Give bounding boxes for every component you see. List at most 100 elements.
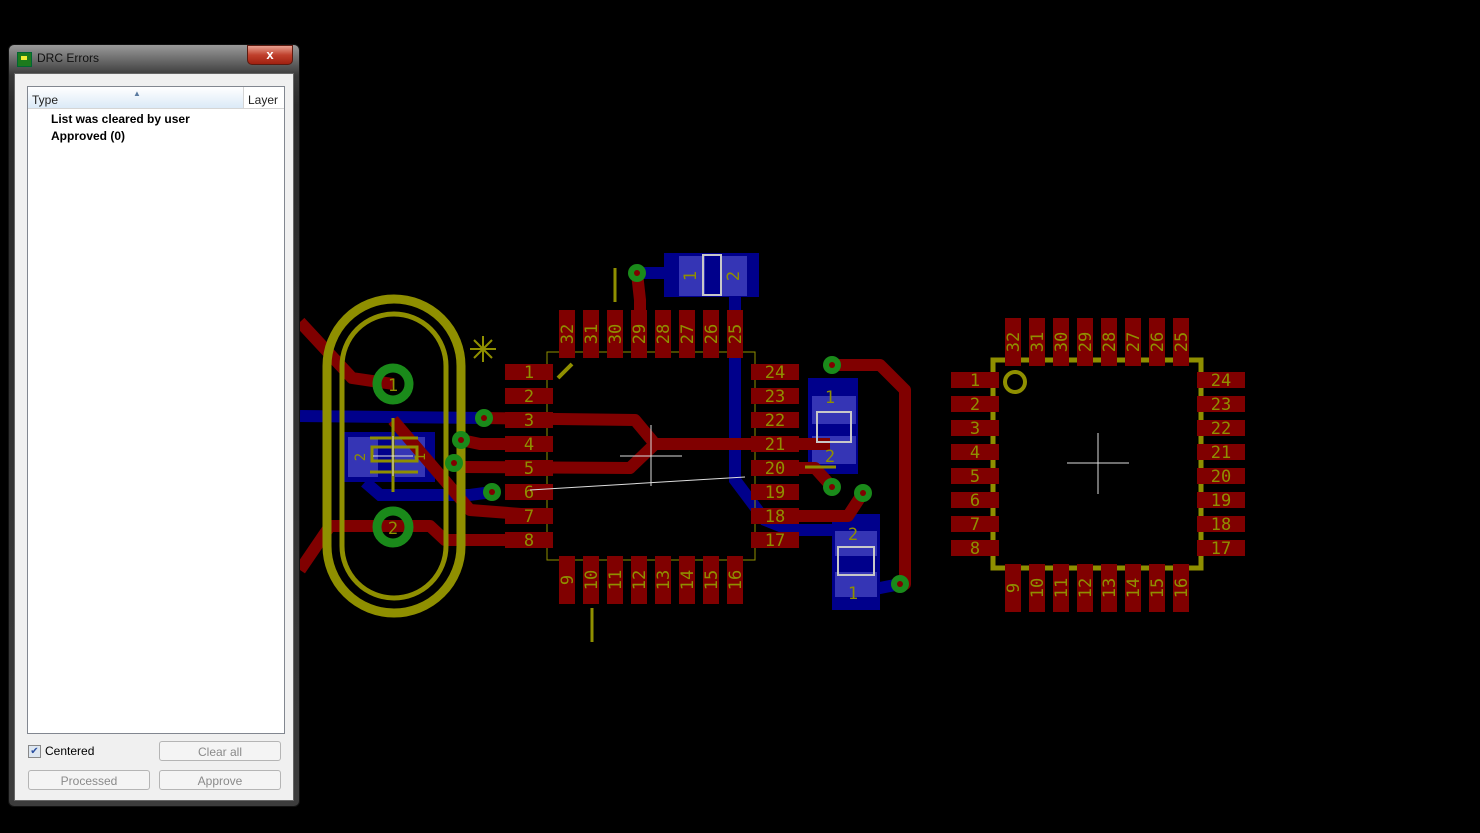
pad-17[interactable]: [1197, 540, 1245, 556]
pad-13[interactable]: [1101, 564, 1117, 612]
pad-20[interactable]: [1197, 468, 1245, 484]
pad-2[interactable]: [505, 388, 553, 404]
pad-3[interactable]: [951, 420, 999, 436]
pad-7[interactable]: [505, 508, 553, 524]
crystal[interactable]: 1 2 2 1: [322, 294, 466, 618]
pad-19[interactable]: [1197, 492, 1245, 508]
pad-16[interactable]: [1173, 564, 1189, 612]
pad-31[interactable]: [1029, 318, 1045, 366]
processed-button[interactable]: Processed: [28, 770, 150, 790]
pad-32[interactable]: [1005, 318, 1021, 366]
pad-1[interactable]: [951, 372, 999, 388]
pad-26[interactable]: [1149, 318, 1165, 366]
pad-2[interactable]: [951, 396, 999, 412]
pad-13[interactable]: [655, 556, 671, 604]
pad-27[interactable]: [679, 310, 695, 358]
pad-20[interactable]: [751, 460, 799, 476]
pad-11[interactable]: [607, 556, 623, 604]
pad-label: 26: [1148, 332, 1168, 352]
pad-21[interactable]: [751, 436, 799, 452]
pad-6[interactable]: [951, 492, 999, 508]
pad-22[interactable]: [1197, 420, 1245, 436]
pad-10[interactable]: [1029, 564, 1045, 612]
pad-label: 27: [1124, 332, 1144, 352]
pad-10[interactable]: [583, 556, 599, 604]
centered-label[interactable]: Centered: [45, 744, 95, 758]
list-item[interactable]: Approved (0): [51, 129, 126, 143]
title-bar[interactable]: DRC Errors x: [9, 45, 299, 73]
pad-18[interactable]: [751, 508, 799, 524]
pad-25[interactable]: [1173, 318, 1189, 366]
pad-label: 13: [654, 570, 674, 590]
clear-all-button[interactable]: Clear all: [159, 741, 281, 761]
pad-12[interactable]: [631, 556, 647, 604]
pad-22[interactable]: [751, 412, 799, 428]
via[interactable]: [854, 484, 872, 502]
errors-list[interactable]: ▲Type Layer List was cleared by user App…: [27, 86, 285, 734]
pad-6[interactable]: [505, 484, 553, 500]
pad-label: 22: [1211, 419, 1231, 439]
pad-31[interactable]: [583, 310, 599, 358]
centered-checkbox[interactable]: ✔: [28, 745, 41, 758]
via[interactable]: [891, 575, 909, 593]
top-trace: [295, 520, 547, 574]
pad-24[interactable]: [1197, 372, 1245, 388]
via[interactable]: [823, 478, 841, 496]
via[interactable]: [475, 409, 493, 427]
pad-8[interactable]: [951, 540, 999, 556]
via[interactable]: [483, 483, 501, 501]
pad-3[interactable]: [505, 412, 553, 428]
pad-7[interactable]: [951, 516, 999, 532]
pad-label: 20: [765, 459, 785, 479]
pad-32[interactable]: [559, 310, 575, 358]
pad-5[interactable]: [505, 460, 553, 476]
pad-29[interactable]: [631, 310, 647, 358]
approve-button[interactable]: Approve: [159, 770, 281, 790]
pad-9[interactable]: [1005, 564, 1021, 612]
close-button[interactable]: x: [247, 45, 293, 65]
pad-17[interactable]: [751, 532, 799, 548]
column-header-layer[interactable]: Layer: [248, 93, 279, 107]
column-header-type[interactable]: ▲Type: [28, 87, 244, 108]
pad-16[interactable]: [727, 556, 743, 604]
pad-21[interactable]: [1197, 444, 1245, 460]
pad-30[interactable]: [607, 310, 623, 358]
pad-11[interactable]: [1053, 564, 1069, 612]
via[interactable]: [823, 356, 841, 374]
pad-9[interactable]: [559, 556, 575, 604]
pad-23[interactable]: [1197, 396, 1245, 412]
vias[interactable]: [445, 264, 909, 593]
pad-1[interactable]: [505, 364, 553, 380]
pad-30[interactable]: [1053, 318, 1069, 366]
pad-25[interactable]: [727, 310, 743, 358]
via[interactable]: [628, 264, 646, 282]
pad-label: 19: [765, 483, 785, 503]
pad-4[interactable]: [505, 436, 553, 452]
pad-label: 26: [702, 324, 722, 344]
pad-27[interactable]: [1125, 318, 1141, 366]
via[interactable]: [452, 431, 470, 449]
pad-28[interactable]: [655, 310, 671, 358]
pad-15[interactable]: [1149, 564, 1165, 612]
via[interactable]: [445, 454, 463, 472]
pad-18[interactable]: [1197, 516, 1245, 532]
pad-24[interactable]: [751, 364, 799, 380]
pad-28[interactable]: [1101, 318, 1117, 366]
list-item[interactable]: List was cleared by user: [51, 112, 190, 126]
pad-23[interactable]: [751, 388, 799, 404]
pad-14[interactable]: [679, 556, 695, 604]
pad-15[interactable]: [703, 556, 719, 604]
pad-label: 31: [1028, 332, 1048, 352]
pad-14[interactable]: [1125, 564, 1141, 612]
pad-19[interactable]: [751, 484, 799, 500]
pad-12[interactable]: [1077, 564, 1093, 612]
pad-4[interactable]: [951, 444, 999, 460]
pad-5[interactable]: [951, 468, 999, 484]
pad-8[interactable]: [505, 532, 553, 548]
pad-29[interactable]: [1077, 318, 1093, 366]
pad-26[interactable]: [703, 310, 719, 358]
sort-ascending-icon: ▲: [133, 89, 141, 98]
